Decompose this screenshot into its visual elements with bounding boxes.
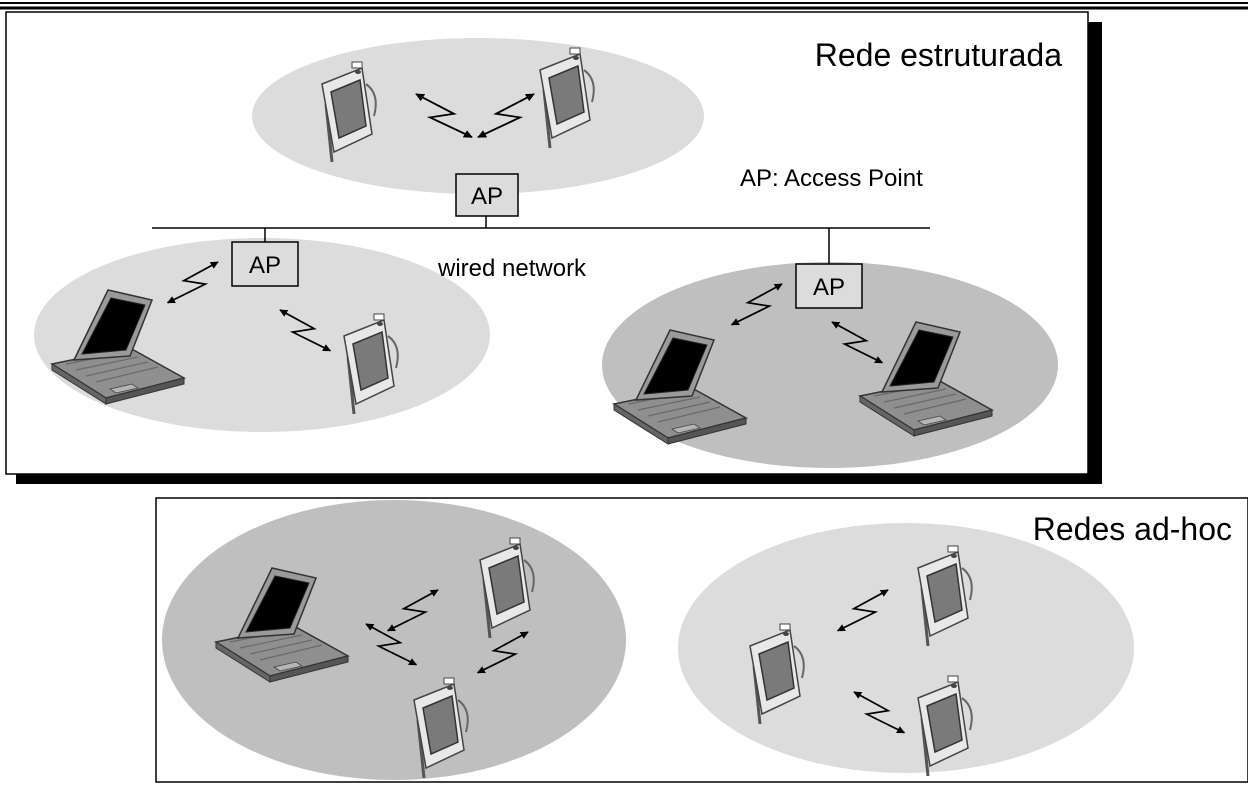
access-point-legend: AP: Access Point	[740, 165, 923, 192]
access-point-right: AP	[795, 263, 863, 309]
access-point-top-label: AP	[471, 183, 503, 210]
adhoc-panel: Redes ad-hoc	[155, 497, 1248, 783]
adhoc-cell-right	[678, 523, 1134, 773]
adhoc-title: Redes ad-hoc	[1033, 511, 1232, 547]
cell-top	[252, 38, 704, 194]
infrastructure-panel: AP AP AP Rede estruturada AP: Access Poi…	[5, 11, 1102, 484]
access-point-right-label: AP	[813, 274, 845, 301]
infrastructure-title: Rede estruturada	[815, 37, 1062, 73]
access-point-left-label: AP	[249, 252, 281, 279]
wired-network-label: wired network	[437, 255, 587, 282]
access-point-left: AP	[231, 241, 299, 287]
access-point-top: AP	[455, 173, 519, 217]
